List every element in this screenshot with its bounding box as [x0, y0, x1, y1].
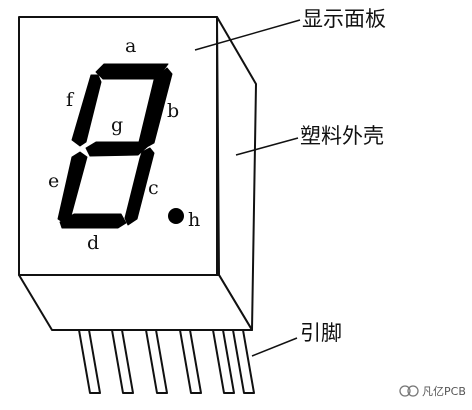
- segment-label-b: b: [167, 100, 179, 122]
- watermark: 凡亿PCB: [399, 385, 466, 398]
- callout-display-face: 显示面板: [302, 7, 386, 31]
- pin-6: [232, 329, 255, 394]
- segment-g-shape: [85, 141, 148, 157]
- leader-display-face: [194, 19, 301, 51]
- segment-label-h: h: [188, 209, 200, 231]
- segments: [57, 63, 173, 229]
- segment-label-a: a: [125, 35, 136, 57]
- watermark-logo-icon: [399, 385, 419, 397]
- package-bottom-face: [18, 274, 253, 331]
- leader-lines: [194, 19, 301, 357]
- segment-f-shape: [71, 74, 102, 147]
- pin-1: [78, 329, 101, 394]
- segment-label-g: g: [111, 114, 123, 136]
- segment-d-shape: [59, 213, 127, 229]
- pin-2: [111, 329, 134, 394]
- segment-a-shape: [95, 63, 169, 80]
- package-body: [18, 16, 257, 331]
- callout-plastic-shell: 塑料外壳: [300, 124, 384, 148]
- segment-label-f: f: [66, 89, 75, 111]
- segment-label-c: c: [148, 177, 159, 199]
- callout-pins: 引脚: [300, 321, 342, 345]
- segment-c-shape: [124, 147, 155, 226]
- pin-5: [212, 329, 235, 394]
- pin-3: [145, 329, 168, 394]
- pins: [78, 329, 255, 394]
- leader-plastic-shell: [235, 137, 299, 156]
- watermark-text: 凡亿PCB: [422, 385, 466, 398]
- leader-pins: [251, 337, 298, 357]
- segment-label-d: d: [87, 232, 99, 254]
- pin-4: [179, 329, 202, 394]
- decimal-point-h: [168, 208, 184, 224]
- segment-label-e: e: [48, 170, 59, 192]
